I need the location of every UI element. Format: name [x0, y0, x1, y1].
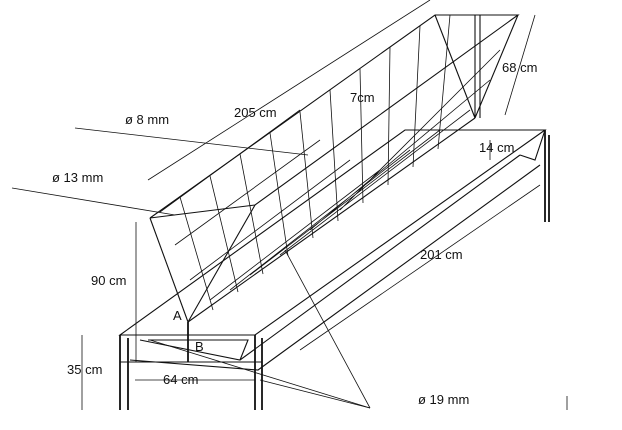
- label-length-trough: 201 cm: [420, 247, 463, 262]
- label-rod-19mm: ø 19 mm: [418, 392, 469, 407]
- label-height-35: 35 cm: [67, 362, 102, 377]
- hay-rack: [149, 14, 520, 323]
- label-length-top: 205 cm: [234, 105, 277, 120]
- dimension-lines: [11, 0, 541, 410]
- label-rod-13mm: ø 13 mm: [52, 170, 103, 185]
- trough: [118, 129, 547, 371]
- label-depth-trough: 14 cm: [479, 140, 514, 155]
- labels: ø 8 mm ø 13 mm ø 19 mm 205 cm 7cm 68 cm …: [52, 60, 537, 407]
- label-spacing: 7cm: [350, 90, 375, 105]
- frame-legs: [119, 15, 550, 410]
- label-point-a: A: [173, 308, 182, 323]
- label-point-b: B: [195, 339, 204, 354]
- label-height-top: 68 cm: [502, 60, 537, 75]
- label-rod-8mm: ø 8 mm: [125, 112, 169, 127]
- label-width-64: 64 cm: [163, 372, 198, 387]
- label-height-90: 90 cm: [91, 273, 126, 288]
